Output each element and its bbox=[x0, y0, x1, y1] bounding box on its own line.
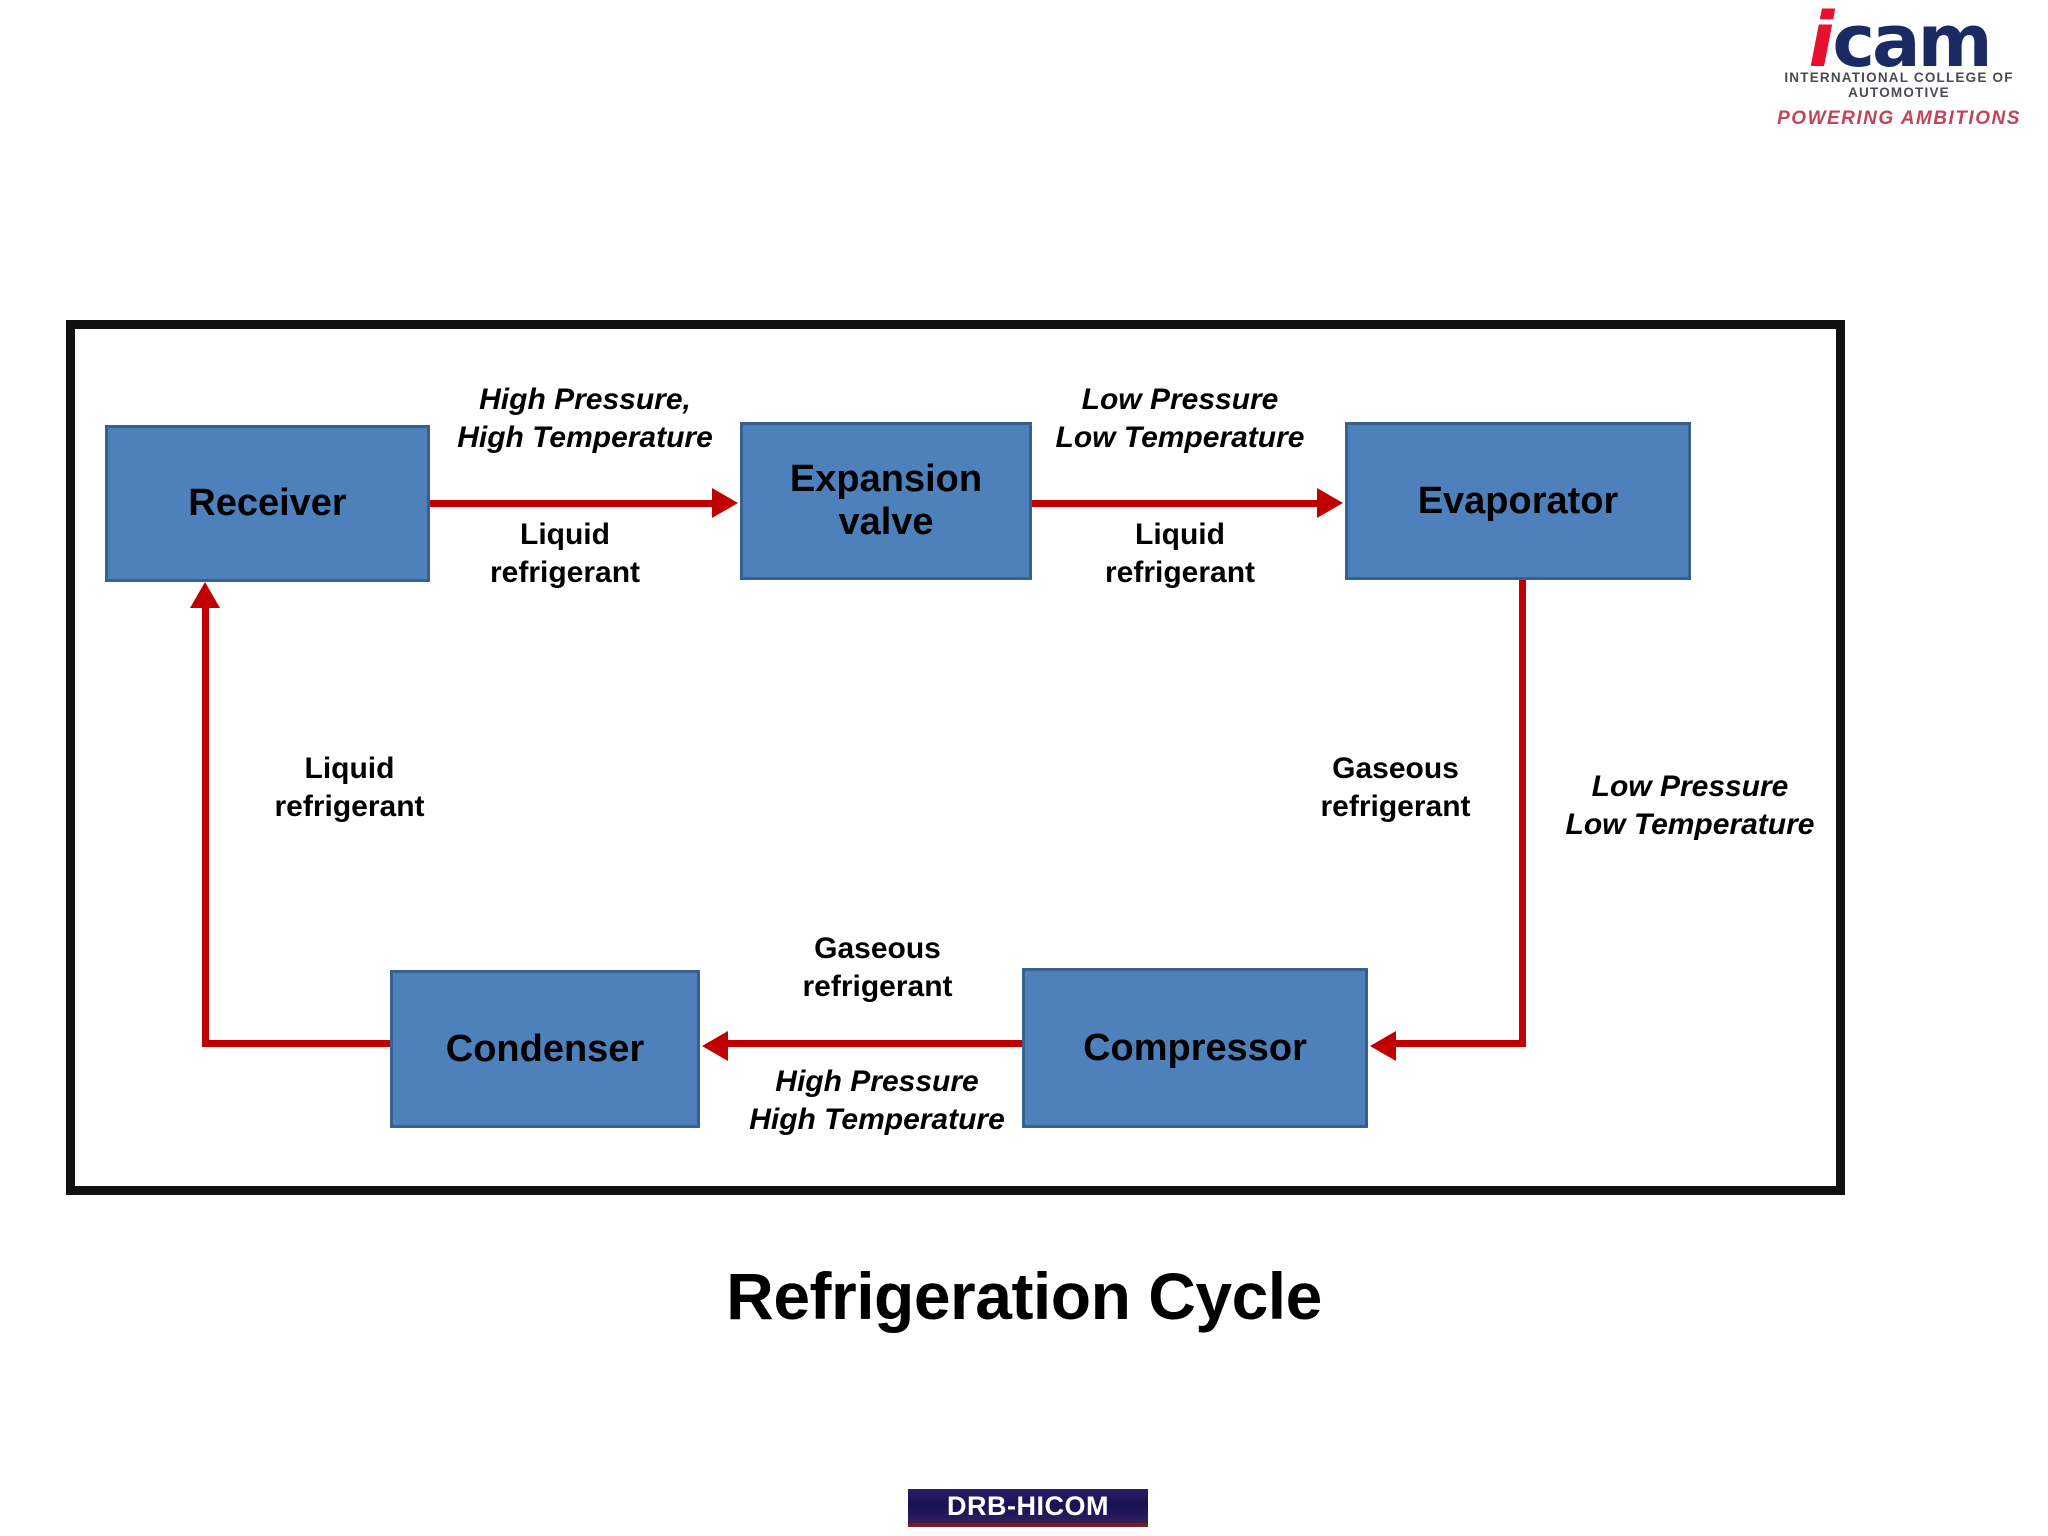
drb-hicom-logo-text: DRB-HICOM bbox=[947, 1490, 1109, 1521]
node-expansion-valve-label: Expansion valve bbox=[789, 458, 983, 543]
flow-label-receiver-to-expansion-state-line1: High Pressure, bbox=[479, 383, 691, 416]
icam-tagline: POWERING AMBITIONS bbox=[1777, 108, 2021, 129]
node-receiver-label: Receiver bbox=[188, 482, 347, 525]
connector-compressor-to-condenser-line bbox=[728, 1040, 1024, 1047]
flow-label-receiver-to-expansion-phase: Liquid refrigerant bbox=[430, 516, 700, 591]
flow-label-receiver-to-expansion-phase-line1: Liquid bbox=[520, 518, 610, 551]
icam-subtitle-line2: AUTOMOTIVE bbox=[1848, 85, 1950, 100]
connector-evaporator-to-compressor-vertical bbox=[1519, 580, 1526, 1044]
icam-letter-i-icon: i bbox=[1808, 0, 1834, 84]
node-receiver[interactable]: Receiver bbox=[105, 425, 430, 582]
flow-label-compressor-to-condenser-phase: Gaseous refrigerant bbox=[760, 930, 995, 1005]
node-evaporator[interactable]: Evaporator bbox=[1345, 422, 1691, 580]
flow-label-expansion-to-evaporator-phase-line2: refrigerant bbox=[1104, 555, 1256, 589]
flow-label-compressor-to-condenser-phase-line1: Gaseous bbox=[814, 932, 941, 965]
flow-label-evaporator-to-compressor-state-line1: Low Pressure bbox=[1591, 770, 1789, 803]
node-expansion-valve[interactable]: Expansion valve bbox=[740, 422, 1032, 580]
flow-label-evaporator-to-compressor-phase-line2: refrigerant bbox=[1320, 789, 1471, 823]
icam-logo: icam INTERNATIONAL COLLEGE OF AUTOMOTIVE… bbox=[1756, 2, 2042, 136]
flow-label-evaporator-to-compressor-state: Low Pressure Low Temperature bbox=[1540, 768, 1840, 843]
flow-label-evaporator-to-compressor-phase: Gaseous refrigerant bbox=[1278, 750, 1513, 825]
flow-label-compressor-to-condenser-phase-line2: refrigerant bbox=[802, 969, 953, 1003]
flow-label-receiver-to-expansion-phase-line2: refrigerant bbox=[489, 555, 641, 589]
page-title: Refrigeration Cycle bbox=[726, 1259, 1322, 1333]
flow-label-evaporator-to-compressor-phase-line1: Gaseous bbox=[1332, 752, 1459, 785]
icam-letters-cam: cam bbox=[1832, 0, 1992, 83]
connector-condenser-to-receiver-arrowhead bbox=[190, 582, 220, 608]
connector-compressor-to-condenser-arrowhead bbox=[702, 1031, 728, 1061]
connector-condenser-to-receiver-horizontal bbox=[202, 1040, 392, 1047]
connector-receiver-to-expansion-line bbox=[430, 500, 712, 507]
flow-label-expansion-to-evaporator-state-line2: Low Temperature bbox=[1055, 420, 1305, 454]
node-condenser[interactable]: Condenser bbox=[390, 970, 700, 1128]
flow-label-condenser-to-receiver-phase-line2: refrigerant bbox=[274, 789, 425, 823]
flow-label-compressor-to-condenser-state-line2: High Temperature bbox=[749, 1102, 1005, 1136]
connector-expansion-to-evaporator-arrowhead bbox=[1317, 488, 1343, 518]
flow-label-expansion-to-evaporator-state: Low Pressure Low Temperature bbox=[1030, 381, 1330, 456]
flow-label-receiver-to-expansion-state-line2: High Temperature bbox=[457, 420, 713, 454]
connector-condenser-to-receiver-vertical bbox=[202, 608, 209, 1044]
flow-label-condenser-to-receiver-phase-line1: Liquid bbox=[304, 752, 395, 785]
flow-label-expansion-to-evaporator-phase: Liquid refrigerant bbox=[1060, 516, 1300, 591]
flow-label-expansion-to-evaporator-state-line1: Low Pressure bbox=[1081, 383, 1279, 416]
flow-label-expansion-to-evaporator-phase-line1: Liquid bbox=[1135, 518, 1225, 551]
icam-wordmark: icam bbox=[1756, 2, 2042, 78]
drb-hicom-logo: DRB-HICOM bbox=[908, 1489, 1148, 1527]
node-condenser-label: Condenser bbox=[445, 1027, 645, 1070]
node-compressor-label: Compressor bbox=[1083, 1026, 1307, 1069]
connector-receiver-to-expansion-arrowhead bbox=[712, 488, 738, 518]
flow-label-evaporator-to-compressor-state-line2: Low Temperature bbox=[1565, 807, 1815, 841]
node-evaporator-label: Evaporator bbox=[1417, 479, 1619, 522]
flow-label-condenser-to-receiver-phase: Liquid refrigerant bbox=[232, 750, 467, 825]
flow-label-receiver-to-expansion-state: High Pressure, High Temperature bbox=[435, 381, 735, 456]
node-compressor[interactable]: Compressor bbox=[1022, 968, 1368, 1128]
connector-evaporator-to-compressor-horizontal bbox=[1396, 1040, 1526, 1047]
connector-evaporator-to-compressor-arrowhead bbox=[1370, 1031, 1396, 1061]
icam-subtitle-line1: INTERNATIONAL COLLEGE OF bbox=[1784, 70, 2014, 85]
flow-label-compressor-to-condenser-state-line1: High Pressure bbox=[775, 1065, 979, 1098]
flow-label-compressor-to-condenser-state: High Pressure High Temperature bbox=[722, 1063, 1032, 1138]
connector-expansion-to-evaporator-line bbox=[1032, 500, 1317, 507]
